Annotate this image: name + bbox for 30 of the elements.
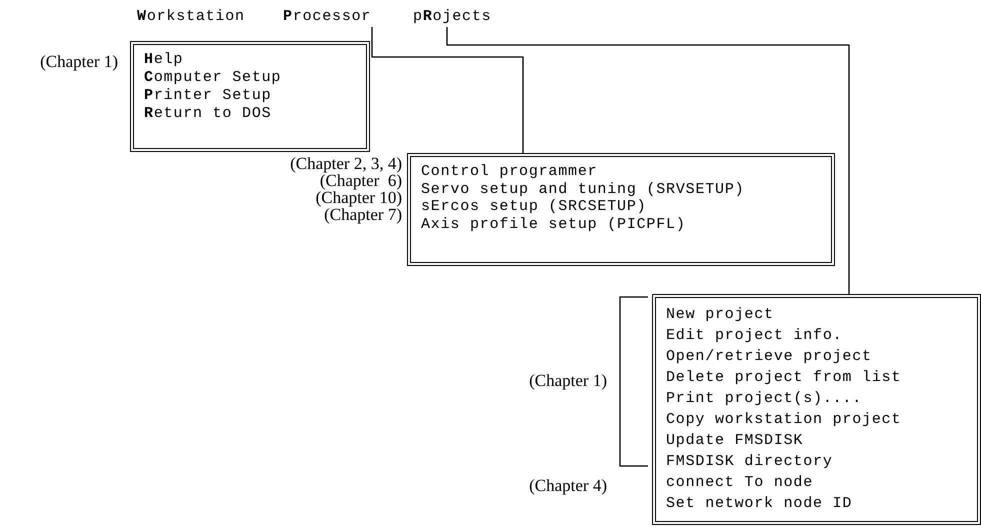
menu-item: Open/retrieve project (666, 347, 873, 367)
chapter-note: (Chapter 1) (40, 52, 118, 72)
menu-panel (652, 294, 981, 525)
menu-item: sErcos setup (SRCSETUP) (421, 198, 648, 216)
menu-item: connect To node (666, 473, 814, 493)
menu-item: Control programmer (421, 163, 598, 180)
connector-line (446, 27, 850, 294)
menu-item: FMSDISK directory (666, 452, 834, 472)
menu-item: Help (144, 51, 184, 69)
menu-item: Printer Setup (144, 87, 272, 105)
menu-panel (130, 41, 370, 152)
menu-item: New project (666, 305, 775, 325)
menu-title: pRojects (413, 8, 492, 25)
connector-line (371, 27, 524, 153)
menu-item: Computer Setup (144, 69, 282, 87)
menu-item: Print project(s).... (666, 389, 864, 409)
menu-item: Set network node ID (666, 494, 854, 514)
menu-item: Update FMSDISK (666, 431, 804, 451)
menu-panel (407, 153, 835, 266)
chapter-note: (Chapter 1) (529, 371, 607, 391)
chapter-note: (Chapter 4) (529, 476, 607, 496)
menu-item: Servo setup and tuning (SRVSETUP) (421, 180, 746, 198)
menu-title: Processor (283, 8, 372, 25)
chapter-note: (Chapter 2, 3, 4) (290, 154, 402, 174)
menu-title: Workstation (137, 8, 245, 25)
menu-item: Axis profile setup (PICPFL) (421, 216, 687, 233)
menu-item: Copy workstation project (666, 410, 902, 430)
menu-item: Return to DOS (144, 105, 272, 123)
menu-item: Delete project from list (666, 368, 902, 388)
menu-item: Edit project info. (666, 326, 844, 346)
